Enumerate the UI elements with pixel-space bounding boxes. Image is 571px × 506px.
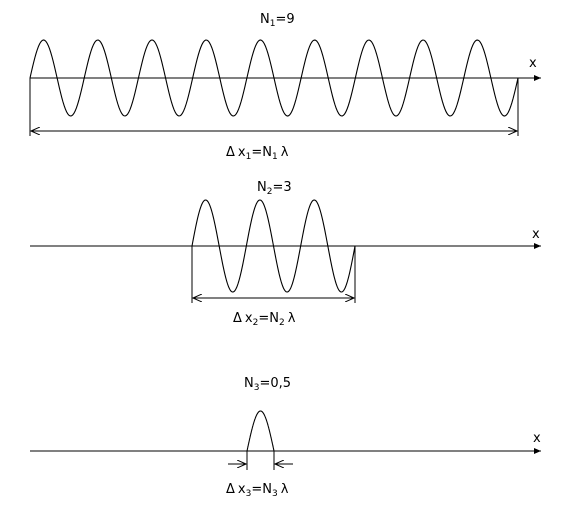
panel-1-count-label: N1=9 <box>260 12 295 29</box>
panel-2-count-label: N2=3 <box>257 180 292 197</box>
panel-2-axis-label: x <box>532 227 540 242</box>
panel-2-wave <box>191 199 356 293</box>
panel-3-axis-label: x <box>533 431 541 446</box>
panel-1-axis-label: x <box>529 56 537 71</box>
panel-1-wave <box>29 39 519 117</box>
panel-3-wave <box>246 410 275 452</box>
panel-3-count-label: N3=0,5 <box>244 376 291 393</box>
